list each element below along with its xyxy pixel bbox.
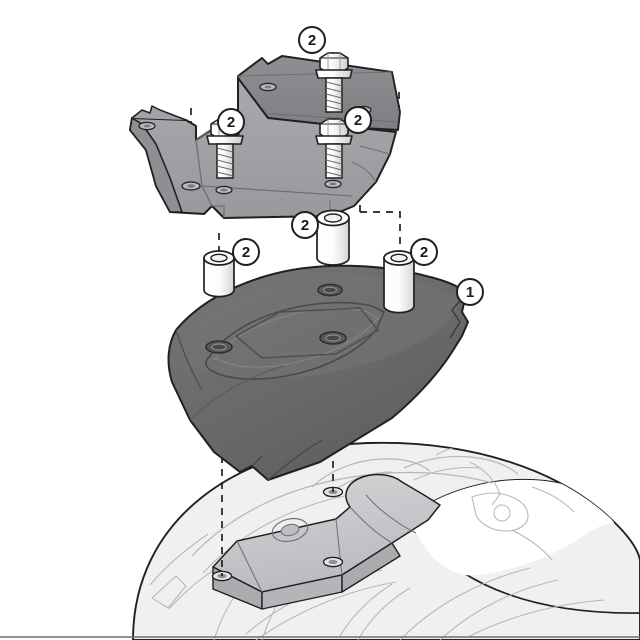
cylindrical-spacer-right	[383, 250, 415, 314]
callout-circle	[217, 108, 245, 136]
callout-bolt-right: 2	[344, 106, 372, 134]
callout-spacer-right: 2	[410, 238, 438, 266]
callout-top-plate: 1	[456, 278, 484, 306]
subframe-bracket	[211, 473, 441, 610]
callout-label: 2	[420, 244, 428, 261]
callout-spacer-left: 2	[232, 238, 260, 266]
callout-label: 2	[301, 217, 309, 234]
cylindrical-spacer-middle	[316, 209, 350, 266]
motorcycle-tail-section	[132, 441, 640, 640]
callout-circle	[410, 238, 438, 266]
callout-circle	[298, 26, 326, 54]
callout-bubbles: 2 2 2 2 2 2 1	[217, 26, 484, 306]
callout-circle	[456, 278, 484, 306]
callout-label: 2	[354, 112, 362, 129]
callout-circle	[291, 211, 319, 239]
callout-label: 2	[242, 244, 250, 261]
callout-label: 2	[308, 32, 316, 49]
hex-flange-bolt-right	[315, 118, 353, 179]
bracket-bolt-holes	[138, 82, 372, 195]
top-case-mounting-plate	[167, 264, 469, 481]
callout-bolt-top: 2	[298, 26, 326, 54]
callout-circle	[344, 106, 372, 134]
callout-circle	[232, 238, 260, 266]
callout-bolt-left: 2	[217, 108, 245, 136]
callout-label: 1	[466, 284, 474, 301]
hex-flange-bolt-top	[315, 52, 353, 113]
upper-mounting-bracket	[129, 55, 401, 219]
callout-spacer-middle: 2	[291, 211, 319, 239]
cylindrical-spacer-left	[203, 250, 235, 298]
callout-label: 2	[227, 114, 235, 131]
